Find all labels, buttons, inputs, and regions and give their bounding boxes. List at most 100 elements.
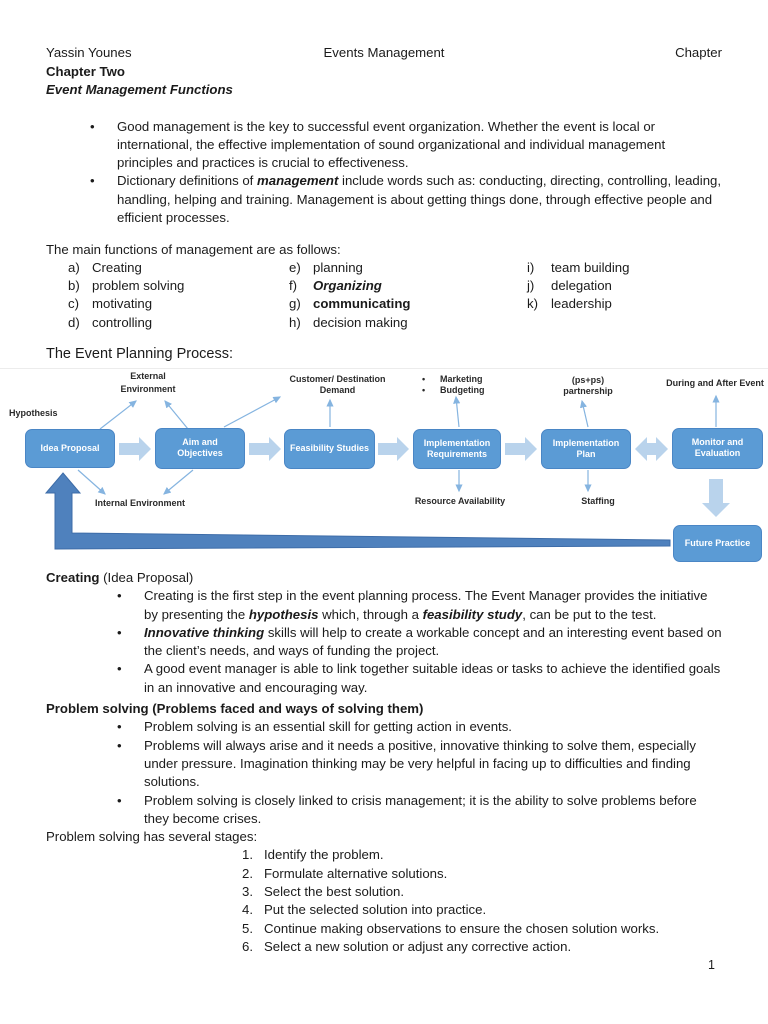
item-letter: h) <box>289 314 301 330</box>
stage-item: 5. Continue making observations to ensure… <box>46 920 722 938</box>
stage-number: 6. <box>242 938 253 954</box>
label-internal-environment: Internal Environment <box>94 497 185 508</box>
process-box-future-practice: Future Practice <box>673 524 762 562</box>
box-line: Monitor and <box>691 437 744 448</box>
box-line: Evaluation <box>694 448 741 459</box>
box-line: Implementation <box>552 437 620 448</box>
function-item: j) delegation <box>527 277 722 295</box>
connector-arrow <box>223 396 282 428</box>
intro-bullet-list: Good management is the key to successful… <box>46 118 722 228</box>
label-line: Demand <box>319 385 356 396</box>
connector-arrow <box>164 400 189 430</box>
down-block-arrow <box>702 478 730 517</box>
item-label: leadership <box>551 296 612 312</box>
list-item: Problem solving is an essential skill fo… <box>46 718 722 737</box>
function-item: f) Organizing <box>289 277 527 295</box>
label-resource-availability: Resource Availability <box>414 495 506 506</box>
functions-grid: a)Creating b) problem solving c) motivatin… <box>46 259 722 332</box>
stage-text: Select a new solution or adjust any corr… <box>264 938 572 954</box>
chapter-title: Chapter Two <box>46 63 125 79</box>
header-course-title: Events Management <box>323 45 445 60</box>
list-item: Budgeting <box>418 385 502 397</box>
list-item: A good event manager is able to link tog… <box>46 660 722 697</box>
box-line: Objectives <box>177 448 223 459</box>
stage-number: 4. <box>242 902 253 918</box>
label-customer-destination-demand: Customer/ Destination Demand <box>280 374 395 397</box>
label-line: partnership <box>563 386 613 397</box>
item-label: Organizing <box>313 278 382 294</box>
item-label: planning <box>313 259 363 275</box>
item-label: motivating <box>92 296 153 312</box>
item-label: team building <box>551 259 630 275</box>
double-block-arrow <box>635 436 668 461</box>
function-item: d)controlling <box>68 314 289 332</box>
creating-section-heading: Creating (Idea Proposal) <box>46 569 194 585</box>
function-item: e)planning <box>289 259 527 277</box>
item-label: communicating <box>313 296 411 312</box>
function-item: g) communicating <box>289 295 527 313</box>
function-item: c) motivating <box>68 295 289 313</box>
list-item: Dictionary definitions of management inc… <box>46 172 722 227</box>
item-letter: k) <box>527 296 538 312</box>
list-item: Good management is the key to successful… <box>46 118 722 173</box>
item-letter: b) <box>68 278 80 294</box>
label-external-environment: External Environment <box>108 370 188 396</box>
item-label: problem solving <box>92 278 185 294</box>
label-hypothesis: Hypothesis <box>9 407 58 418</box>
label-during-after-event: During and After Event <box>666 377 764 388</box>
item-letter: i) <box>527 259 535 275</box>
box-line: Aim and <box>182 437 218 448</box>
item-letter: g) <box>289 296 301 312</box>
stage-text: Put the selected solution into practice. <box>264 902 487 918</box>
creating-bullet-list: Creating is the first step in the event … <box>46 587 722 697</box>
item-letter: j) <box>527 278 535 294</box>
stage-item: 1.Identify the problem. <box>46 846 722 864</box>
box-line: Implementation <box>423 437 491 448</box>
item-label: controlling <box>92 314 153 330</box>
list-item: Creating is the first step in the event … <box>46 587 722 624</box>
item-letter: c) <box>68 296 79 312</box>
list-item: Problems will always arise and it needs … <box>46 737 722 792</box>
label-line: Customer/ Destination <box>289 373 386 384</box>
process-box-aim-objectives: Aim and Objectives <box>155 427 245 469</box>
connector-arrow <box>579 399 589 428</box>
event-planning-process-diagram: External Environment Hypothesis Customer… <box>0 367 768 566</box>
problem-solving-bullet-list: Problem solving is an essential skill fo… <box>46 718 722 828</box>
chapter-subtitle: Event Management Functions <box>46 82 233 97</box>
label-staffing: Staffing <box>581 495 615 506</box>
stage-number: 5. <box>242 920 253 936</box>
process-arrows <box>44 394 730 550</box>
stage-number: 3. <box>242 884 253 900</box>
label-line: (ps+ps) <box>571 374 605 385</box>
right-block-arrow <box>119 436 151 461</box>
header-author: Yassin Younes <box>46 45 132 60</box>
stage-item: 2.Formulate alternative solutions. <box>46 865 722 883</box>
process-box-implementation-plan: Implementation Plan <box>541 428 631 469</box>
function-item: a)Creating <box>68 259 289 277</box>
right-block-arrow <box>505 436 537 461</box>
item-label: delegation <box>551 278 612 294</box>
label-line: External <box>130 370 166 381</box>
process-box-monitor-evaluation: Monitor and Evaluation <box>672 427 763 469</box>
process-box-idea-proposal: Idea Proposal <box>25 428 115 468</box>
connector-arrow <box>77 469 106 495</box>
item-letter: f) <box>289 278 298 294</box>
function-item: i) team building <box>527 259 722 277</box>
functions-column-3: i) team building j) delegation k) leadershi… <box>527 259 722 332</box>
process-box-feasibility-studies: Feasibility Studies <box>284 428 375 469</box>
item-letter: a) <box>68 259 80 275</box>
connector-arrow <box>163 469 194 495</box>
stage-text: Select the best solution. <box>264 884 405 900</box>
label-partnership: (ps+ps) partnership <box>553 375 623 398</box>
stage-item: 4. Put the selected solution into practic… <box>46 901 722 919</box>
connector-arrow <box>99 400 137 430</box>
list-item: Problem solving is closely linked to cri… <box>46 792 722 829</box>
function-item: k) leadership <box>527 295 722 313</box>
stage-number: 1. <box>242 847 253 863</box>
document-page: Yassin Younes Events Management Chapter … <box>0 0 768 956</box>
problem-solving-section-heading: Problem solving (Problems faced and ways… <box>46 701 424 717</box>
stage-item: 6. Select a new solution or adjust any co… <box>46 938 722 956</box>
stage-text: Continue making observations to ensure t… <box>264 920 660 936</box>
stage-item: 3. Select the best solution. <box>46 883 722 901</box>
function-item: b) problem solving <box>68 277 289 295</box>
